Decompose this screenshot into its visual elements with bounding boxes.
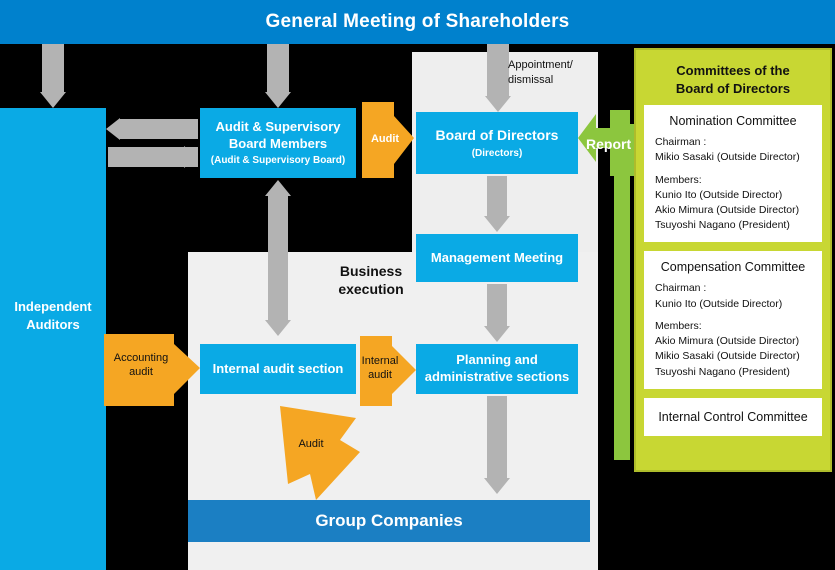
business-execution-line1: Business (339, 263, 403, 279)
nomination-member-1: Akio Mimura (Outside Director) (655, 203, 800, 216)
arrow-asb-internal-audit-head-down (265, 320, 291, 336)
arrow-asb-to-auditors-shaft (108, 147, 198, 167)
management-meeting-title: Management Meeting (430, 249, 564, 265)
arrow-shareholders-to-asb-shaft (267, 44, 289, 92)
nomination-committee-card: Nomination Committee Chairman : Mikio Sa… (644, 105, 822, 243)
arrow-shareholders-to-auditors-head (40, 92, 66, 108)
compensation-members-label: Members: (655, 319, 702, 332)
asb-line1: Audit & Supervisory (215, 118, 341, 134)
appointment-line2: dismissal (508, 73, 554, 86)
arrow-asb-to-auditors-head (184, 146, 198, 168)
internal-control-committee-card: Internal Control Committee (644, 397, 822, 436)
asb-line2: Board Members (228, 135, 328, 151)
planning-administrative-box: Planning and administrative sections (416, 344, 578, 394)
arrow-asb-internal-audit-head-up (265, 180, 291, 196)
audit-group-label: Audit (298, 438, 324, 450)
board-of-directors-box: Board of Directors (Directors) (416, 112, 578, 174)
compensation-member-1: Mikio Sasaki (Outside Director) (655, 350, 800, 363)
spacer (655, 166, 811, 173)
compensation-member-2: Tsuyoshi Nagano (President) (655, 365, 790, 378)
compensation-committee-chairman: Chairman : Kunio Ito (Outside Director) (655, 281, 811, 311)
committees-title: Committees of the Board of Directors (636, 50, 830, 105)
audit-group-arrow (264, 400, 374, 510)
compensation-committee-card: Compensation Committee Chairman : Kunio … (644, 251, 822, 389)
independent-auditors-line2: Auditors (26, 316, 80, 332)
internal-control-committee-title: Internal Control Committee (658, 409, 808, 424)
arrow-auditors-to-asb-head (106, 118, 120, 140)
arrow-planning-to-group-head (484, 478, 510, 494)
arrow-shareholders-to-bod-shaft (487, 44, 509, 96)
appointment-line1: Appointment/ (508, 59, 573, 71)
arrow-bod-to-management-head (484, 216, 510, 232)
planning-line1: Planning and (456, 352, 538, 368)
internal-audit-arrow (358, 332, 418, 414)
independent-auditors-label: Independent Auditors (0, 298, 106, 333)
arrow-shareholders-to-auditors-shaft (42, 44, 64, 92)
report-arrow (578, 110, 640, 460)
committees-title-line1: Committees of the (676, 63, 790, 78)
nomination-member-0: Kunio Ito (Outside Director) (655, 188, 783, 201)
nomination-chairman-0: Mikio Sasaki (Outside Director) (655, 151, 800, 164)
business-execution-line2: execution (338, 281, 404, 298)
asb-sub: (Audit & Supervisory Board) (210, 155, 346, 167)
nomination-committee-chairman: Chairman : Mikio Sasaki (Outside Directo… (655, 135, 811, 165)
bod-sub: (Directors) (471, 147, 523, 159)
compensation-committee-title: Compensation Committee (660, 260, 806, 275)
internal-audit-line1: Internal (361, 355, 399, 367)
accounting-audit-arrow (102, 330, 202, 414)
accounting-audit-line1: Accounting (113, 352, 169, 364)
arrow-auditors-to-asb-shaft (120, 119, 198, 139)
business-execution-label: Business execution (296, 262, 446, 298)
nomination-member-2: Tsuyoshi Nagano (President) (655, 219, 790, 232)
internal-audit-section-title: Internal audit section (212, 360, 344, 376)
accounting-audit-line2: audit (129, 365, 153, 378)
bod-title: Board of Directors (435, 127, 559, 144)
arrow-shareholders-to-bod-head (485, 96, 511, 112)
internal-audit-line2: audit (368, 368, 392, 381)
compensation-chairman-0: Kunio Ito (Outside Director) (655, 297, 783, 310)
committees-panel: Committees of the Board of Directors Nom… (634, 48, 832, 472)
compensation-committee-members: Members: Akio Mimura (Outside Director) … (655, 319, 811, 380)
nomination-chairman-label: Chairman : (655, 136, 707, 149)
arrow-management-to-planning-head (484, 326, 510, 342)
accounting-audit-label: Accounting audit (106, 352, 176, 380)
arrow-bod-to-management-shaft (487, 176, 507, 216)
internal-audit-label: Internal audit (360, 355, 400, 383)
nomination-committee-title: Nomination Committee (669, 114, 797, 129)
audit-supervisory-board-box: Audit & Supervisory Board Members (Audit… (200, 108, 356, 178)
committees-title-line2: Board of Directors (675, 80, 791, 96)
management-meeting-box: Management Meeting (416, 234, 578, 282)
arrow-shareholders-to-asb-head (265, 92, 291, 108)
arrow-asb-internal-audit-shaft (268, 196, 288, 320)
compensation-chairman-label: Chairman : (655, 282, 707, 295)
page-title: General Meeting of Shareholders (265, 11, 570, 32)
nomination-members-label: Members: (655, 173, 702, 186)
compensation-member-0: Akio Mimura (Outside Director) (655, 335, 800, 348)
independent-auditors-box: Independent Auditors (0, 108, 106, 570)
general-meeting-banner: General Meeting of Shareholders (0, 0, 835, 44)
spacer (655, 312, 811, 319)
group-companies-title: Group Companies (315, 511, 463, 530)
planning-line2: administrative sections (424, 369, 570, 384)
group-companies-box: Group Companies (188, 500, 590, 542)
internal-audit-section-box: Internal audit section (200, 344, 356, 394)
arrow-planning-to-group-shaft (487, 396, 507, 478)
audit-arrow-asb-to-bod (360, 98, 416, 184)
nomination-committee-members: Members: Kunio Ito (Outside Director) Ak… (655, 173, 811, 234)
arrow-management-to-planning-shaft (487, 284, 507, 326)
report-label: Report (586, 136, 632, 152)
audit-arrow-top-label: Audit (370, 133, 400, 145)
appointment-dismissal-label: Appointment/ dismissal (508, 58, 618, 88)
independent-auditors-line1: Independent (14, 299, 92, 314)
